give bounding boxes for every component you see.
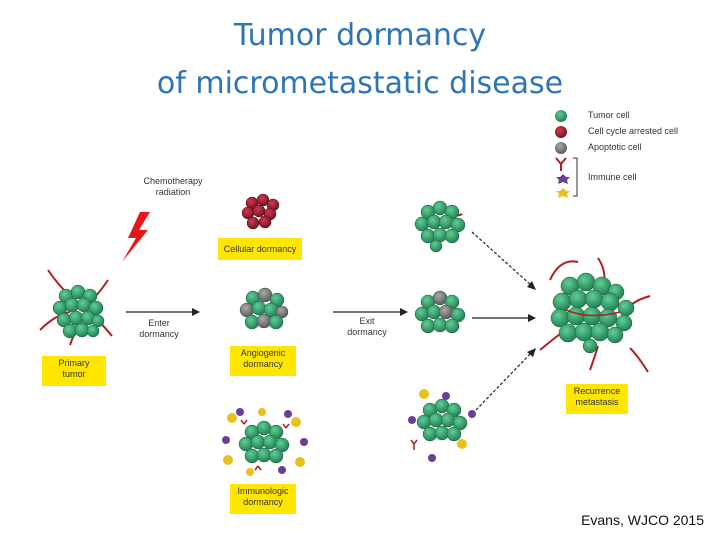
exit-cluster-1 <box>414 200 466 253</box>
enter-dormancy-label: Enter dormancy <box>139 318 179 339</box>
legend-immune-cell-yellow-icon <box>556 188 570 198</box>
legend-immune-cell-label: Immune cell <box>588 172 637 182</box>
immunologic-dormancy-cluster <box>222 408 308 476</box>
angiogenic-dormancy-cluster <box>239 287 289 330</box>
legend-apoptotic-cell-label: Apoptotic cell <box>588 142 642 152</box>
legend-tumor-cell-icon <box>555 110 567 122</box>
legend-apoptotic-cell-icon <box>555 142 567 154</box>
legend-tumor-cell-label: Tumor cell <box>588 110 630 120</box>
cellular-dormancy-cluster <box>241 193 280 230</box>
cellular-dormancy-label: Cellular dormancy <box>218 238 302 260</box>
exit-dormancy-label: Exit dormancy <box>347 316 387 337</box>
arrow-to-recurrence-1 <box>471 231 533 287</box>
arrow-to-recurrence-3 <box>475 351 533 411</box>
immunologic-dormancy-label: Immunologic dormancy <box>230 484 296 514</box>
legend-immune-cell-purple-icon <box>556 174 570 184</box>
primary-tumor-cluster <box>39 269 113 346</box>
chemotherapy-radiation-label: Chemotherapy radiation <box>143 176 203 197</box>
legend-antibody-icon <box>555 157 567 171</box>
recurrence-tumor-cluster <box>539 257 651 373</box>
title-line-2: of micrometastatic disease <box>156 66 564 101</box>
primary-tumor-label: Primary tumor <box>42 356 106 386</box>
legend-bracket <box>573 157 578 197</box>
exit-cluster-3 <box>408 389 476 462</box>
legend-arrested-cell-icon <box>555 126 567 138</box>
legend-arrested-cell-label: Cell cycle arrested cell <box>588 126 679 136</box>
legend <box>555 110 578 198</box>
recurrence-metastasis-label: Recurrence metastasis <box>566 384 628 414</box>
citation-credit: Evans, WJCO 2015 <box>581 512 704 528</box>
title-line-1: Tumor dormancy <box>233 18 487 53</box>
angiogenic-dormancy-label: Angiogenic dormancy <box>230 346 296 376</box>
lightning-bolt-icon <box>122 212 150 262</box>
exit-cluster-2 <box>414 290 466 334</box>
